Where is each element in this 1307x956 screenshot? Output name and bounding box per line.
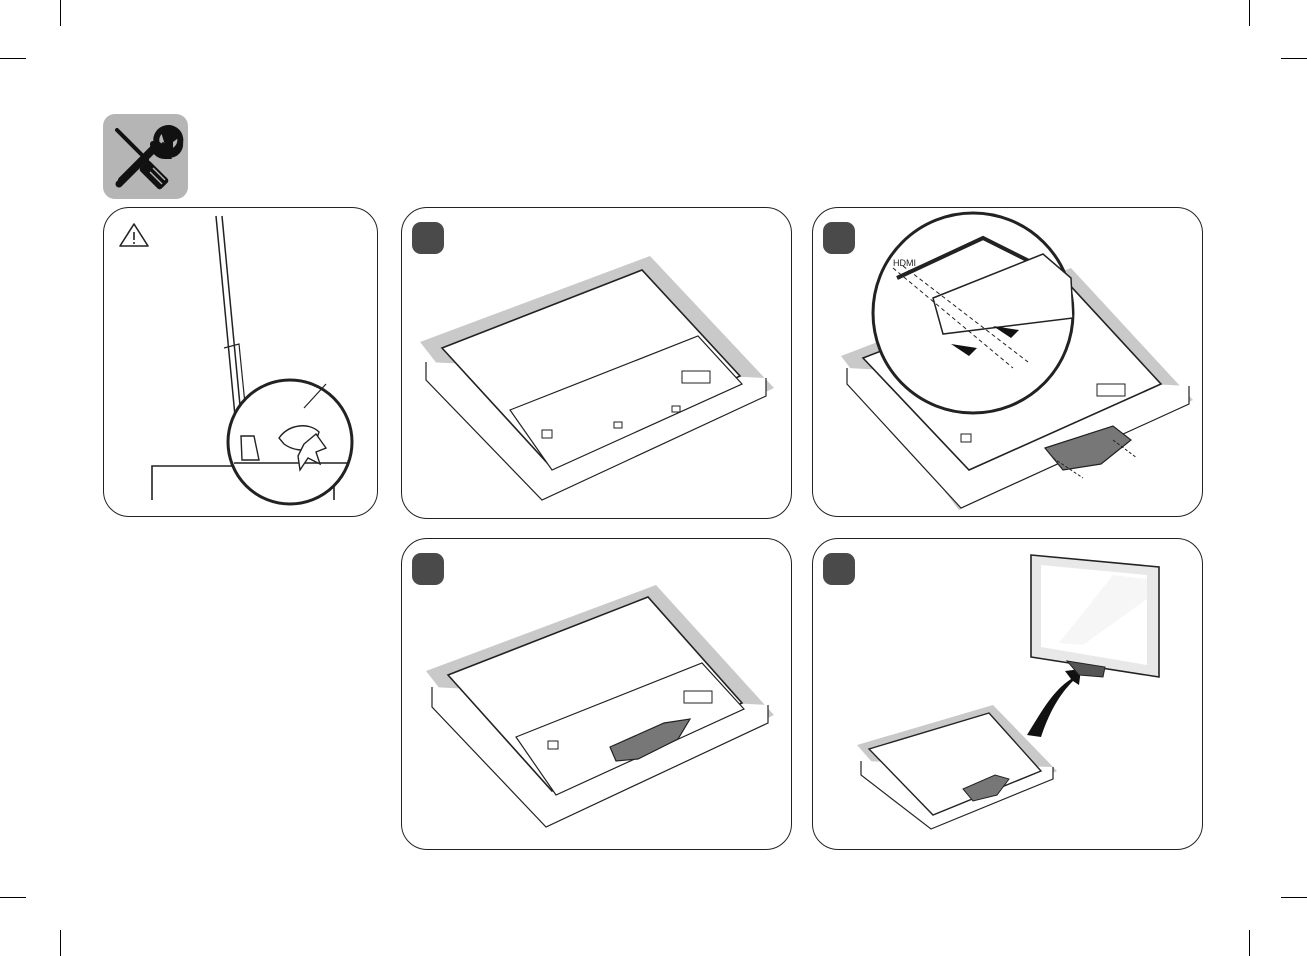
caution-panel bbox=[103, 207, 378, 517]
tv-face-down-on-cushion bbox=[402, 208, 792, 519]
step-1-panel bbox=[401, 207, 792, 519]
stand-attached bbox=[402, 539, 792, 850]
crop-mark bbox=[1281, 897, 1307, 898]
step-2-panel: HDMI bbox=[812, 207, 1203, 517]
step-3-panel bbox=[401, 538, 792, 850]
screwdriver-wrench-icon bbox=[103, 114, 188, 199]
crop-mark bbox=[60, 0, 61, 26]
port-label: HDMI bbox=[893, 258, 916, 268]
warning-triangle-icon bbox=[120, 224, 148, 246]
step-4-panel bbox=[812, 538, 1203, 850]
crop-mark bbox=[60, 930, 61, 956]
crop-mark bbox=[0, 897, 26, 898]
crop-mark bbox=[1281, 58, 1307, 59]
crop-mark bbox=[0, 58, 26, 59]
crop-mark bbox=[1249, 0, 1250, 26]
stand-screws-attach: HDMI bbox=[813, 208, 1203, 517]
lift-tv-upright-arrow bbox=[813, 539, 1203, 850]
crop-mark bbox=[1249, 930, 1250, 956]
